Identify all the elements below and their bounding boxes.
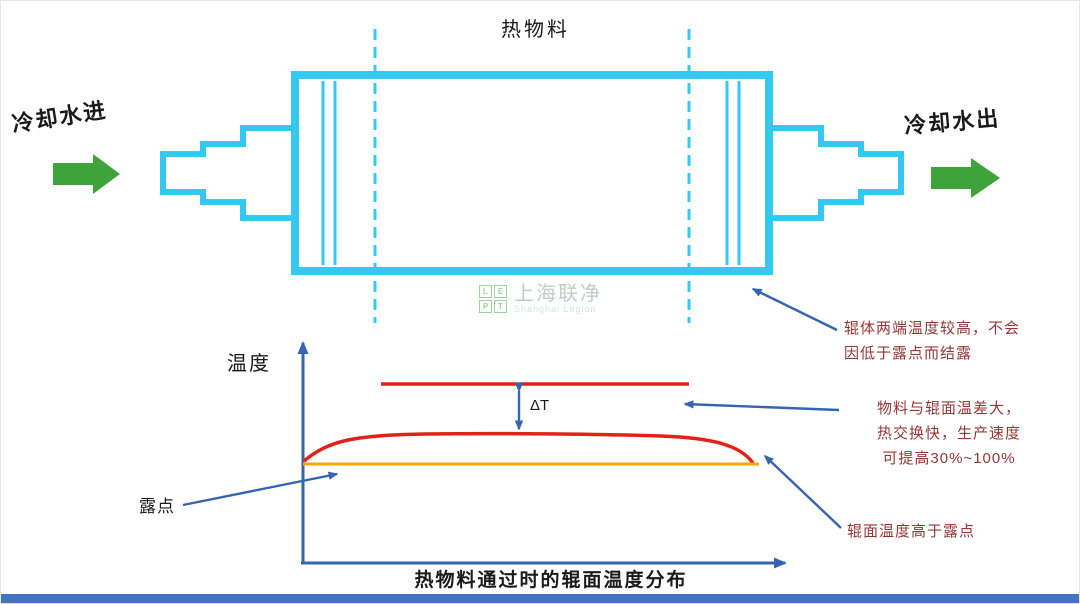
- roller-drum: [291, 71, 773, 275]
- left-shaft: [160, 125, 298, 221]
- annotation-dew-point: 辊面温度高于露点: [847, 523, 976, 540]
- hot-material-label: 热物料: [501, 19, 570, 41]
- dew-note-pointer-arrow: [763, 454, 842, 529]
- dew-point-pointer-arrow: [182, 471, 339, 507]
- annotation-heat-exchange: 物料与辊面温差大， 热交换快，生产速度 可提高30%~100%: [876, 400, 1021, 467]
- footer-bar: [1, 594, 1079, 603]
- cooling-water-out-arrow: [931, 158, 1000, 198]
- watermark-logo-letter: L: [479, 284, 492, 298]
- heat-exchange-pointer-arrow: [683, 400, 840, 412]
- x-axis-title: 热物料通过时的辊面温度分布: [414, 570, 688, 591]
- dew-point-label: 露点: [139, 497, 175, 516]
- watermark-name: 上海联净: [514, 283, 602, 305]
- cooling-water-in-arrow: [53, 154, 120, 194]
- watermark-logo: L E P T: [479, 284, 507, 313]
- y-axis-label: 温度: [227, 353, 271, 375]
- watermark: L E P T 上海联净 Shanghai Legion: [479, 283, 602, 315]
- annotation-roller-ends: 辊体两端温度较高，不会 因低于露点而结露: [844, 320, 1021, 362]
- roller-ends-pointer-arrow: [751, 287, 838, 332]
- right-shaft: [766, 125, 904, 221]
- watermark-logo-letter: T: [494, 299, 507, 313]
- watermark-subtitle: Shanghai Legion: [514, 304, 597, 314]
- watermark-logo-letter: P: [479, 299, 492, 313]
- delta-t-label: ΔT: [530, 397, 550, 414]
- roller-surface-temperature-curve: [302, 431, 755, 465]
- watermark-logo-letter: E: [494, 284, 507, 298]
